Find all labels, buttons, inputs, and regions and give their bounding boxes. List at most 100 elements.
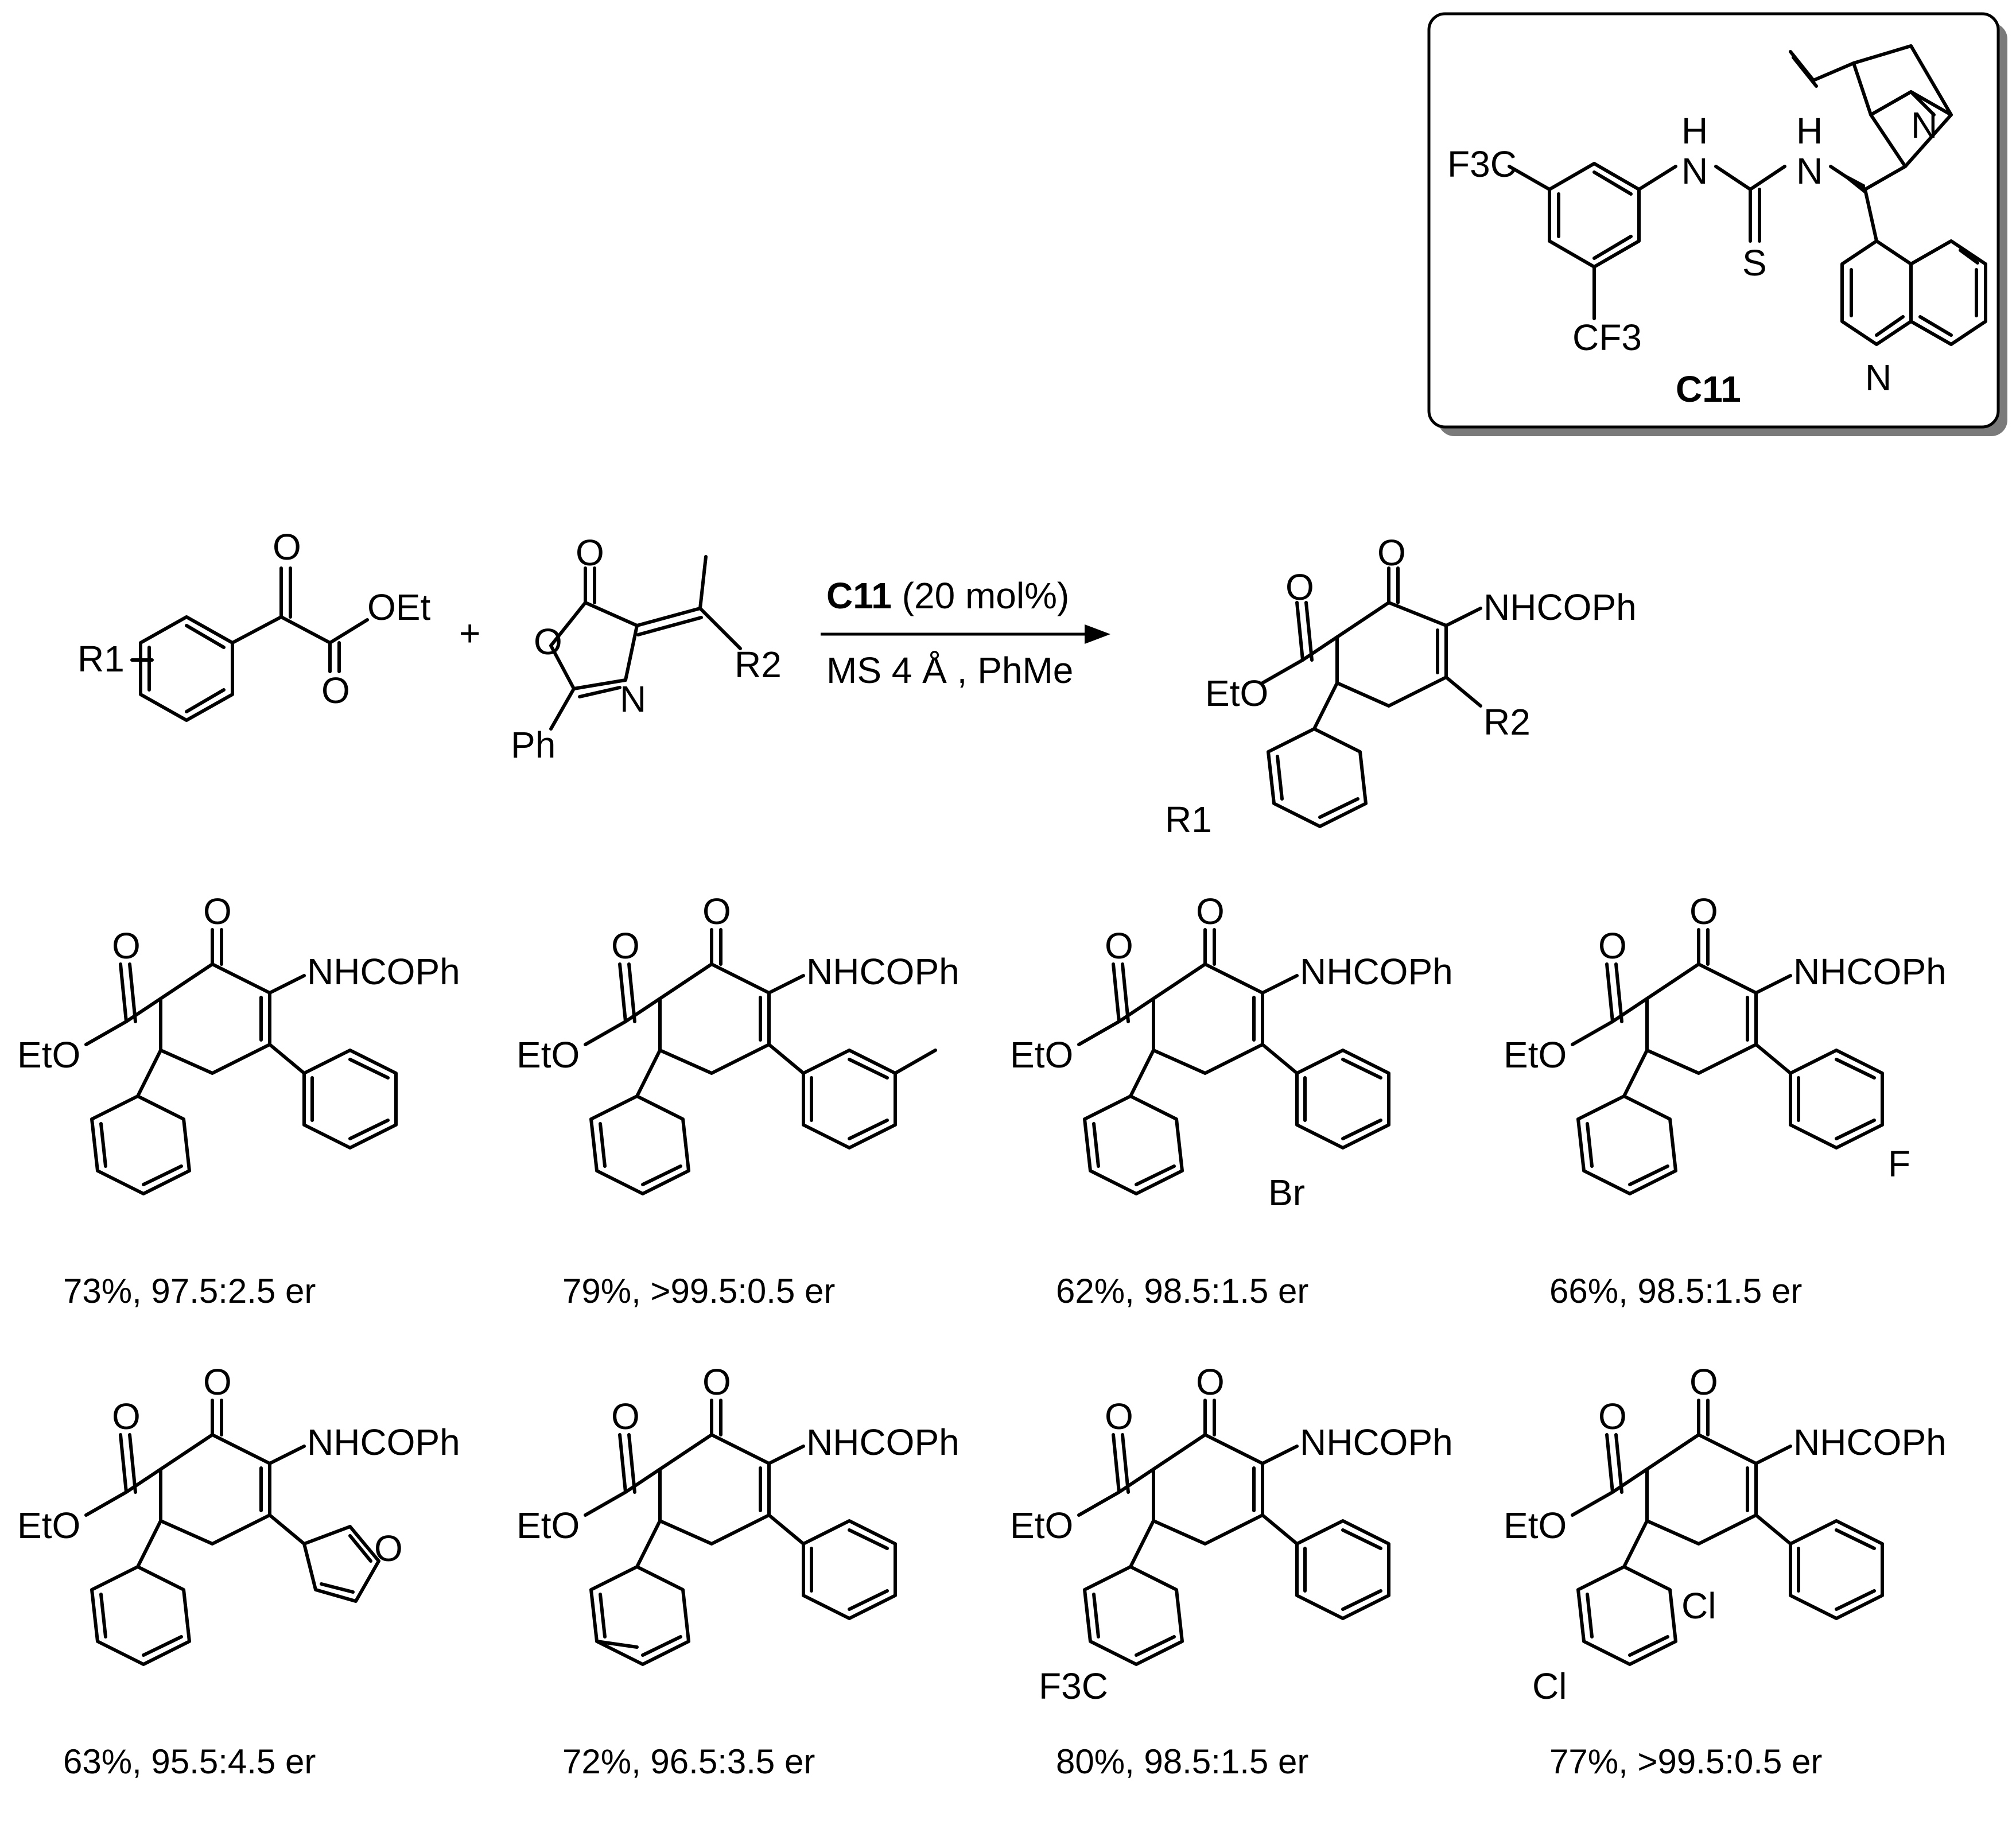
ketone-o-label: O bbox=[702, 1361, 731, 1403]
example-bonds bbox=[1077, 1399, 1390, 1666]
eto-label: EtO bbox=[1504, 1505, 1567, 1546]
product-r1-label: R1 bbox=[1165, 799, 1212, 840]
catalyst-cf3-bottom-label: CF3 bbox=[1572, 317, 1642, 358]
product-bonds bbox=[1261, 566, 1482, 828]
ketone-o-label: O bbox=[203, 891, 232, 932]
ketone-o-label: O bbox=[1196, 1361, 1225, 1403]
catalyst-n1-label: N bbox=[1681, 150, 1708, 192]
reagent2-ring-o-label: O bbox=[534, 621, 562, 662]
example-caption: 63%, 95.5:4.5 er bbox=[63, 1742, 316, 1781]
eto-label: EtO bbox=[1504, 1034, 1567, 1075]
catalyst-box: F3C CF3 H N H N S N N C11 bbox=[1427, 12, 2007, 436]
reagent1-oet-label: OEt bbox=[367, 587, 430, 628]
ketone-o-label: O bbox=[1689, 891, 1718, 932]
reagent2-carbonyl-o-label: O bbox=[576, 532, 604, 573]
reagent2-ph-label: Ph bbox=[511, 724, 556, 766]
reagent1-keto-o-label: O bbox=[273, 526, 301, 568]
example-caption: 62%, 98.5:1.5 er bbox=[1056, 1272, 1308, 1310]
product-nhcoph-label: NHCOPh bbox=[1483, 587, 1637, 628]
product-eto-label: EtO bbox=[1205, 673, 1268, 714]
eto-label: EtO bbox=[516, 1034, 580, 1075]
product-r2-label: R2 bbox=[1483, 701, 1531, 743]
ketone-o-label: O bbox=[1196, 891, 1225, 932]
example-caption: 80%, 98.5:1.5 er bbox=[1056, 1742, 1308, 1781]
reagent2-ring-n-label: N bbox=[620, 678, 646, 720]
example-bonds bbox=[84, 1399, 380, 1666]
example-bonds bbox=[1571, 928, 1884, 1195]
example-caption: 66%, 98.5:1.5 er bbox=[1549, 1272, 1802, 1310]
nhcoph-label: NHCOPh bbox=[307, 951, 460, 992]
eto-label: EtO bbox=[1010, 1505, 1073, 1546]
eto-label: EtO bbox=[516, 1505, 580, 1546]
ester-o-label: O bbox=[1105, 925, 1133, 966]
reagent2-r2-label: R2 bbox=[735, 644, 782, 685]
nhcoph-label: NHCOPh bbox=[806, 1422, 960, 1463]
ester-o-label: O bbox=[611, 1396, 640, 1437]
example-caption: 73%, 97.5:2.5 er bbox=[63, 1272, 316, 1310]
main-scheme: R1 O O OEt + O O N R2 Ph C11 (20 mol%) M… bbox=[77, 526, 1637, 840]
wedge-bond bbox=[1831, 166, 1865, 194]
nhcoph-label: NHCOPh bbox=[307, 1422, 460, 1463]
reagent2-bonds bbox=[549, 555, 742, 731]
reaction-arrow bbox=[821, 624, 1110, 644]
product-ketone-o-label: O bbox=[1377, 532, 1406, 573]
example-structure: O O EtO NHCOPh 72%, 96.5:3.5 er bbox=[516, 1361, 960, 1781]
example-bonds bbox=[84, 928, 398, 1195]
catalyst-n2-label: N bbox=[1796, 150, 1823, 192]
plus-sign: + bbox=[459, 612, 480, 654]
catalyst-quinoline-n-label: N bbox=[1865, 357, 1891, 398]
ester-o-label: O bbox=[112, 1396, 141, 1437]
furan-o-label: O bbox=[374, 1528, 403, 1569]
example-structure: O O EtO NHCOPh 79%, >99.5:0.5 er bbox=[516, 891, 960, 1310]
eto-label: EtO bbox=[1010, 1034, 1073, 1075]
example-bonds bbox=[584, 928, 937, 1195]
nhcoph-label: NHCOPh bbox=[1793, 951, 1947, 992]
box-frame bbox=[1427, 12, 2000, 429]
nhcoph-label: NHCOPh bbox=[1300, 1422, 1453, 1463]
ester-o-label: O bbox=[112, 925, 141, 966]
bromo-label: Br bbox=[1268, 1172, 1305, 1213]
catalyst-cf3-top-label: F3C bbox=[1447, 143, 1517, 185]
reagent1-r1-label: R1 bbox=[77, 638, 125, 680]
fluoro-label: F bbox=[1888, 1143, 1910, 1185]
nhcoph-label: NHCOPh bbox=[806, 951, 960, 992]
nhcoph-label: NHCOPh bbox=[1300, 951, 1453, 992]
nhcoph-label: NHCOPh bbox=[1793, 1422, 1947, 1463]
arrow-condition-top: C11 (20 mol%) bbox=[826, 575, 1069, 616]
aryl-substituent2-label: Cl bbox=[1681, 1585, 1716, 1626]
reagent1-ester-o-label: O bbox=[321, 670, 350, 711]
catalyst-h1-label: H bbox=[1681, 110, 1708, 152]
example-bonds bbox=[1571, 1399, 1884, 1666]
eto-label: EtO bbox=[17, 1034, 80, 1075]
ketone-o-label: O bbox=[1689, 1361, 1718, 1403]
ester-o-label: O bbox=[1105, 1396, 1133, 1437]
reagent1-bonds bbox=[130, 566, 369, 722]
example-caption: 77%, >99.5:0.5 er bbox=[1549, 1742, 1822, 1781]
product-ester-o-label: O bbox=[1285, 566, 1314, 608]
ketone-o-label: O bbox=[203, 1361, 232, 1403]
eto-label: EtO bbox=[17, 1505, 80, 1546]
ketone-o-label: O bbox=[702, 891, 731, 932]
catalyst-name: C11 bbox=[1676, 368, 1741, 410]
ester-o-label: O bbox=[1598, 925, 1627, 966]
ester-o-label: O bbox=[1598, 1396, 1627, 1437]
aryl-substituent-label: Cl bbox=[1532, 1665, 1567, 1707]
catalyst-quinuclidine-n-label: N bbox=[1911, 104, 1937, 146]
examples-grid: O O EtO NHCOPh 73%, 97.5:2.5 er O O EtO NHCOPh 79… bbox=[17, 891, 1947, 1781]
aryl-substituent-label: F3C bbox=[1039, 1665, 1108, 1707]
catalyst-h2-label: H bbox=[1796, 110, 1823, 152]
example-caption: 79%, >99.5:0.5 er bbox=[562, 1272, 835, 1310]
example-caption: 72%, 96.5:3.5 er bbox=[562, 1742, 815, 1781]
example-bonds bbox=[1077, 928, 1390, 1195]
catalyst-s-label: S bbox=[1742, 242, 1767, 284]
ester-o-label: O bbox=[611, 925, 640, 966]
arrow-condition-bottom: MS 4 Å , PhMe bbox=[826, 650, 1073, 691]
example-structure: O O EtO NHCOPh 73%, 97.5:2.5 er bbox=[17, 891, 460, 1310]
